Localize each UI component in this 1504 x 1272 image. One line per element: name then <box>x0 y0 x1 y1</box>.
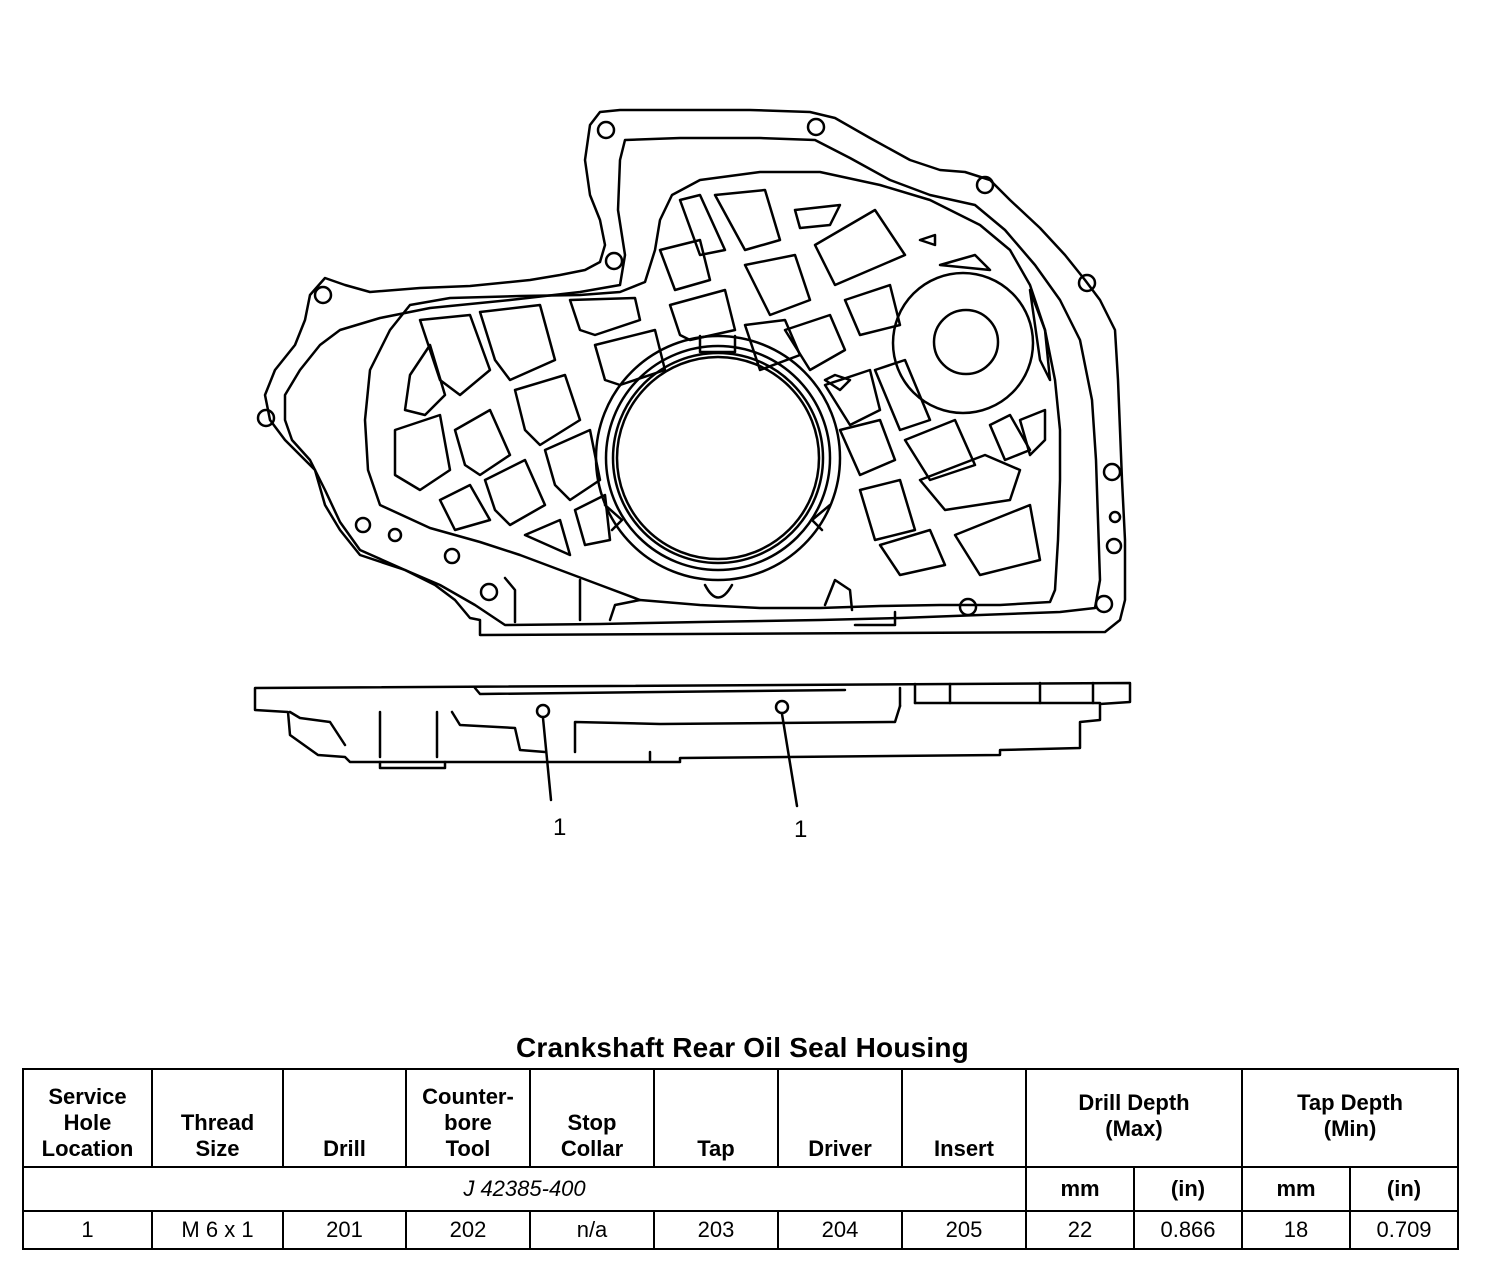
callout-label-left: 1 <box>553 814 567 841</box>
housing-gasket-line <box>283 136 1102 627</box>
cell-driver: 204 <box>777 1210 903 1250</box>
seal-bore-inner <box>611 351 825 565</box>
unit-drill-mm: mm <box>1025 1166 1135 1212</box>
service-hole-left <box>535 703 551 719</box>
bolt-holes <box>256 117 1123 617</box>
header-tap: Tap <box>653 1068 779 1168</box>
callout-leader-left <box>541 716 553 802</box>
unit-tap-in: (in) <box>1349 1166 1460 1212</box>
cell-insert: 205 <box>901 1210 1027 1250</box>
housing-inner-body <box>363 170 1062 610</box>
service-hole-right <box>774 699 790 715</box>
cell-stop-collar: n/a <box>529 1210 655 1250</box>
table-row: 1 M 6 x 1 201 202 n/a 203 204 205 22 0.8… <box>22 1210 1460 1250</box>
tool-kit-row: J 42385-400 mm (in) mm (in) <box>22 1166 1460 1212</box>
header-tap-depth: Tap Depth(Min) <box>1241 1068 1460 1168</box>
table-title: Crankshaft Rear Oil Seal Housing <box>516 1032 969 1063</box>
seal-bore-outer <box>594 334 842 582</box>
cell-service-hole: 1 <box>22 1210 153 1250</box>
callout-label-right: 1 <box>794 816 808 843</box>
cell-tap: 203 <box>653 1210 779 1250</box>
header-driver: Driver <box>777 1068 903 1168</box>
rib-pockets <box>393 188 1052 577</box>
cell-tap-depth-in: 0.709 <box>1349 1210 1460 1250</box>
unit-tap-mm: mm <box>1241 1166 1352 1212</box>
unit-drill-in: (in) <box>1132 1166 1244 1212</box>
header-drill-depth: Drill Depth(Max) <box>1024 1068 1244 1168</box>
cell-drill: 201 <box>282 1210 407 1250</box>
callout-leader-right <box>780 712 799 808</box>
cell-thread-size: M 6 x 1 <box>151 1210 284 1250</box>
seal-bore-middle <box>604 344 832 572</box>
housing-outer-outline <box>263 108 1127 637</box>
tool-kit-number: J 42385-400 <box>22 1166 1027 1212</box>
cell-drill-depth-in: 0.866 <box>1132 1210 1244 1250</box>
housing-side-view <box>253 681 1132 770</box>
boss-inner <box>932 308 1000 376</box>
cell-counterbore-tool: 202 <box>405 1210 531 1250</box>
cell-tap-depth-mm: 18 <box>1241 1210 1352 1250</box>
boss-outer <box>891 271 1035 415</box>
cell-drill-depth-mm: 22 <box>1025 1210 1135 1250</box>
header-drill: Drill <box>282 1068 407 1168</box>
header-insert: Insert <box>901 1068 1027 1168</box>
